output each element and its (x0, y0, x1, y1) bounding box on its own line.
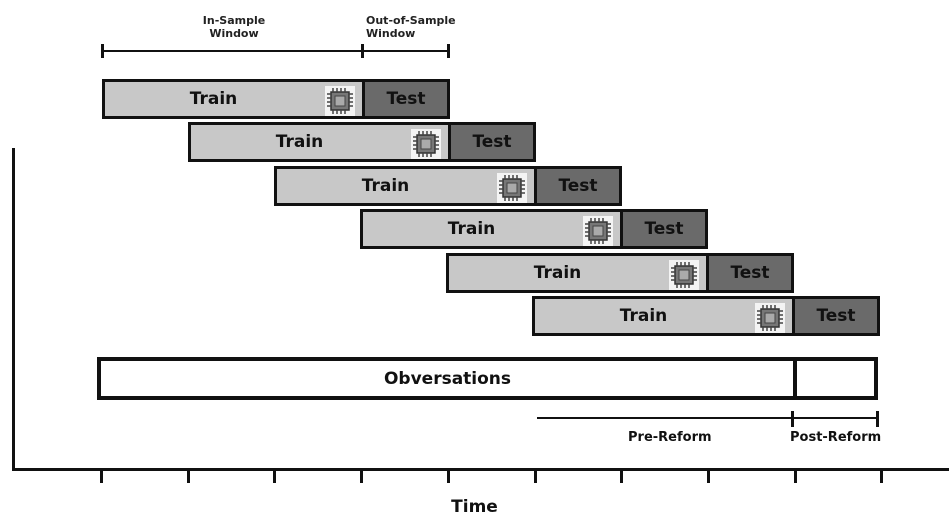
train-segment: Train (102, 79, 362, 119)
test-label: Test (472, 132, 512, 152)
train-label: Train (361, 176, 410, 196)
test-segment: Test (792, 296, 880, 336)
x-axis-tick (533, 469, 537, 483)
in-sample-window-label: In-Sample Window (200, 14, 268, 40)
x-axis-tick (793, 469, 797, 483)
train-segment: Train (274, 166, 534, 206)
cpu-chip-icon (325, 86, 355, 116)
x-axis-tick (706, 469, 710, 483)
reform-bracket-tick-right (876, 411, 879, 427)
out-of-sample-label-line2: Window (366, 27, 416, 40)
train-label: Train (447, 219, 496, 239)
x-axis-tick (446, 469, 450, 483)
train-segment: Train (446, 253, 706, 293)
window-bracket-tick-right (447, 44, 450, 58)
fold-row: Train Test (360, 209, 708, 249)
x-axis-tick (186, 469, 190, 483)
window-bracket-line (102, 50, 449, 52)
in-sample-label-line1: In-Sample (202, 14, 266, 27)
cpu-chip-icon (583, 216, 613, 246)
test-segment: Test (448, 122, 536, 162)
cpu-chip-icon (669, 260, 699, 290)
observations-divider (793, 361, 797, 396)
test-label: Test (644, 219, 684, 239)
fold-row: Train Test (274, 166, 622, 206)
test-segment: Test (706, 253, 794, 293)
test-segment: Test (362, 79, 450, 119)
train-label: Train (533, 263, 582, 283)
x-axis-tick (100, 469, 103, 483)
train-segment: Train (360, 209, 620, 249)
train-label: Train (619, 306, 668, 326)
test-label: Test (730, 263, 770, 283)
train-label: Train (275, 132, 324, 152)
x-axis-tick (620, 469, 624, 483)
cpu-chip-icon (755, 303, 785, 333)
observations-label: Obversations (383, 368, 512, 389)
pre-reform-label: Pre-Reform (628, 430, 712, 445)
time-axis-label: Time (451, 497, 498, 517)
out-of-sample-window-label: Out-of-Sample Window (366, 14, 456, 40)
window-bracket-tick-mid (361, 44, 364, 58)
train-segment: Train (188, 122, 448, 162)
cpu-chip-icon (497, 173, 527, 203)
x-axis-line (12, 468, 949, 471)
train-segment: Train (532, 296, 792, 336)
post-reform-label: Post-Reform (790, 430, 882, 445)
fold-row: Train Test (102, 79, 450, 119)
in-sample-label-line2: Window (209, 27, 259, 40)
window-bracket-tick-left (101, 44, 104, 58)
reform-bracket-line (537, 417, 879, 419)
fold-row: Train Test (446, 253, 794, 293)
test-label: Test (558, 176, 598, 196)
fold-row: Train Test (188, 122, 536, 162)
test-label: Test (816, 306, 856, 326)
fold-row: Train Test (532, 296, 880, 336)
observations-box: Obversations (97, 357, 878, 400)
out-of-sample-label-line1: Out-of-Sample (366, 14, 456, 27)
train-label: Train (189, 89, 238, 109)
x-axis-tick (360, 469, 364, 483)
test-label: Test (386, 89, 426, 109)
test-segment: Test (534, 166, 622, 206)
test-segment: Test (620, 209, 708, 249)
y-axis-line (12, 148, 15, 471)
x-axis-tick (273, 469, 277, 483)
reform-bracket-tick-mid (791, 411, 794, 427)
x-axis-tick (880, 469, 884, 483)
cpu-chip-icon (411, 129, 441, 159)
